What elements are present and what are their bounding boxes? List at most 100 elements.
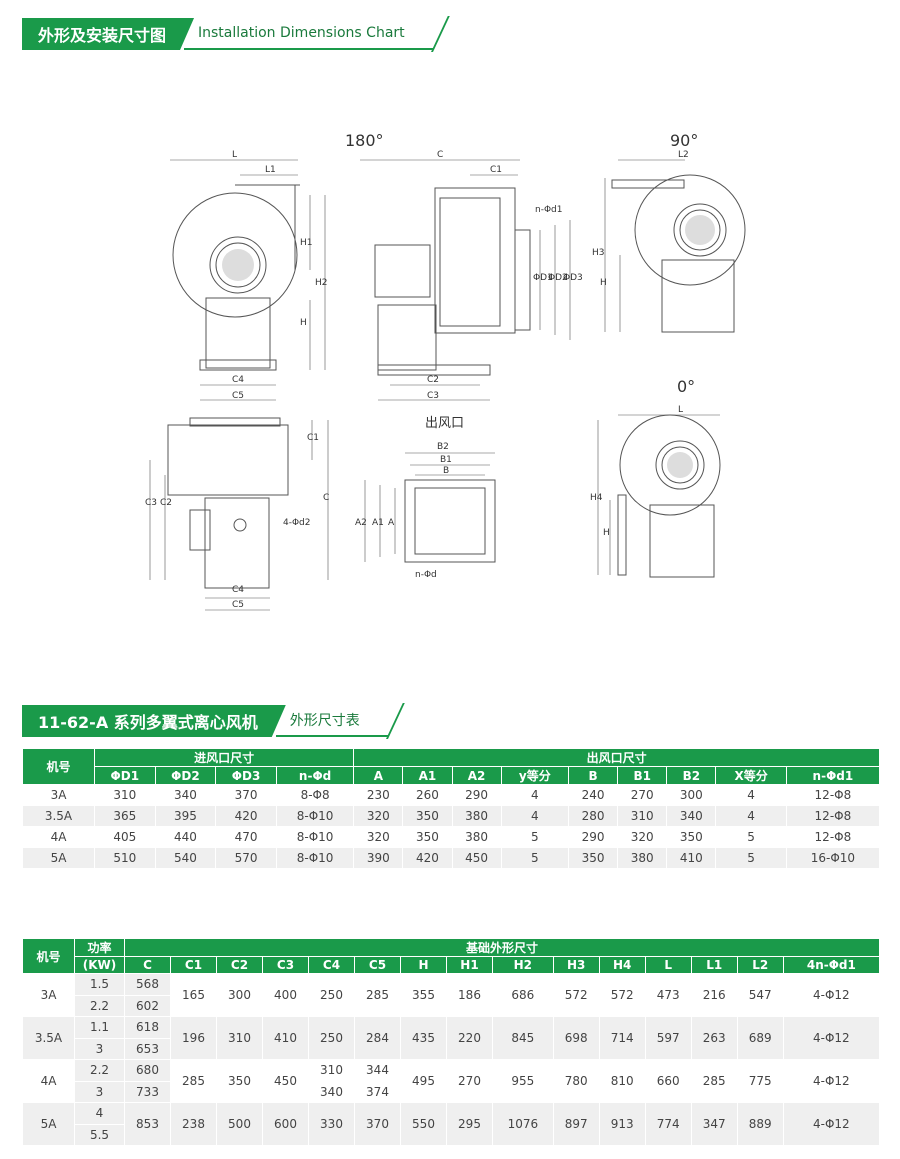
- table-cell: 955: [492, 1059, 554, 1103]
- table-cell: 845: [492, 1016, 554, 1060]
- table-cell: 16-Φ10: [785, 847, 881, 869]
- table-cell: 602: [124, 994, 171, 1017]
- table-cell: 774: [644, 1102, 692, 1146]
- dim-C5: C5: [232, 391, 244, 401]
- dim-L-0: L: [678, 405, 683, 415]
- dim-B2: B2: [437, 442, 449, 452]
- table-cell: 889: [736, 1102, 784, 1146]
- table-cell: 250: [308, 973, 355, 1017]
- table-cell: 405: [94, 826, 156, 848]
- table-cell: 380: [617, 847, 668, 869]
- table-cell: 330: [308, 1102, 355, 1146]
- section-title-en: Installation Dimensions Chart: [184, 18, 433, 50]
- table-cell: 280: [568, 805, 619, 827]
- dim-H-90: H: [600, 278, 607, 288]
- dim-D1: ΦD1: [533, 273, 553, 283]
- table-cell: 380: [451, 805, 502, 827]
- section-header-installation: 外形及安装尺寸图 Installation Dimensions Chart: [22, 18, 433, 50]
- dim-H4: H4: [590, 493, 603, 503]
- dim-H: H: [300, 318, 307, 328]
- dim-C: C: [437, 150, 443, 160]
- table-cell: 3.5A: [22, 805, 95, 827]
- table-cell: 3: [74, 1080, 125, 1103]
- col-header: H3: [552, 956, 600, 974]
- table-row: 5.5: [23, 1123, 880, 1146]
- table-cell: 450: [262, 1059, 309, 1103]
- table-cell: 216: [690, 973, 738, 1017]
- col-header: L2: [736, 956, 784, 974]
- table-cell: 4-Φ12: [782, 1016, 881, 1060]
- col-header: H4: [598, 956, 646, 974]
- angle-90-label: 90°: [670, 131, 698, 150]
- dim-C4: C4: [232, 375, 244, 385]
- table-cell: 714: [598, 1016, 646, 1060]
- table-cell: 435: [400, 1016, 447, 1060]
- table-cell: 186: [446, 973, 493, 1017]
- table-cell: 500: [216, 1102, 263, 1146]
- table-cell: 570: [215, 847, 277, 869]
- table-cell: 380: [451, 826, 502, 848]
- col-header: 4n-Φd1: [782, 956, 881, 974]
- col-header: X等分: [715, 766, 787, 785]
- table-cell: 5: [500, 847, 570, 869]
- table-cell: 12-Φ8: [785, 805, 881, 827]
- table-cell: 913: [598, 1102, 646, 1146]
- table-cell: 1.1: [74, 1016, 125, 1039]
- dim-L2: L2: [678, 150, 689, 160]
- dimension-drawing: 180° 90° 0° 出风口 L L1 H1 H2 H C4 C5 C C1 …: [145, 131, 746, 611]
- dim-A: A: [388, 518, 395, 528]
- table-cell: 290: [451, 784, 502, 806]
- dim-H3: H3: [592, 248, 605, 258]
- col-header: H2: [492, 956, 554, 974]
- table-cell: 350: [402, 826, 453, 848]
- table-cell: 4: [715, 805, 787, 827]
- dim-L: L: [232, 150, 237, 160]
- table-cell: 285: [354, 973, 401, 1017]
- col-header: n-Φd: [275, 766, 355, 785]
- dim-C4-top: C4: [232, 585, 244, 595]
- table-cell: 3A: [22, 973, 75, 1017]
- table-cell: 310: [617, 805, 668, 827]
- table-cell: 350: [666, 826, 717, 848]
- col-header: C4: [308, 956, 355, 974]
- table-cell: 12-Φ8: [785, 826, 881, 848]
- table-cell: 340: [154, 784, 217, 806]
- table-cell: 572: [598, 973, 646, 1017]
- col-header: A: [353, 766, 404, 785]
- table-cell: 285: [690, 1059, 738, 1103]
- table-cell: 390: [353, 847, 404, 869]
- outlet-label: 出风口: [425, 416, 464, 431]
- table-cell: 897: [552, 1102, 600, 1146]
- table-cell: 350: [402, 805, 453, 827]
- table-cell: 410: [262, 1016, 309, 1060]
- table-cell: 263: [690, 1016, 738, 1060]
- table-cell: 4-Φ12: [782, 973, 881, 1017]
- dim-nd2: 4-Φd2: [283, 518, 311, 528]
- col-header: C1: [170, 956, 217, 974]
- dim-C3: C3: [427, 391, 439, 401]
- col-header: H: [400, 956, 447, 974]
- table-cell: 320: [353, 805, 404, 827]
- table-cell: 374: [354, 1080, 401, 1103]
- table-cell: 395: [154, 805, 217, 827]
- table-cell: 4: [500, 784, 570, 806]
- table-cell: 4A: [22, 1059, 75, 1103]
- table-cell: 853: [124, 1102, 171, 1146]
- table-cell: 344: [354, 1059, 401, 1082]
- table-cell: 230: [353, 784, 404, 806]
- table-cell: 5.5: [74, 1123, 125, 1146]
- table-cell: 295: [446, 1102, 493, 1146]
- table-cell: 370: [354, 1102, 401, 1146]
- col-header: C5: [354, 956, 401, 974]
- dim-C3-top: C3: [145, 498, 157, 508]
- table-cell: 310: [308, 1059, 355, 1082]
- table-cell: 597: [644, 1016, 692, 1060]
- dim-A1: A1: [372, 518, 384, 528]
